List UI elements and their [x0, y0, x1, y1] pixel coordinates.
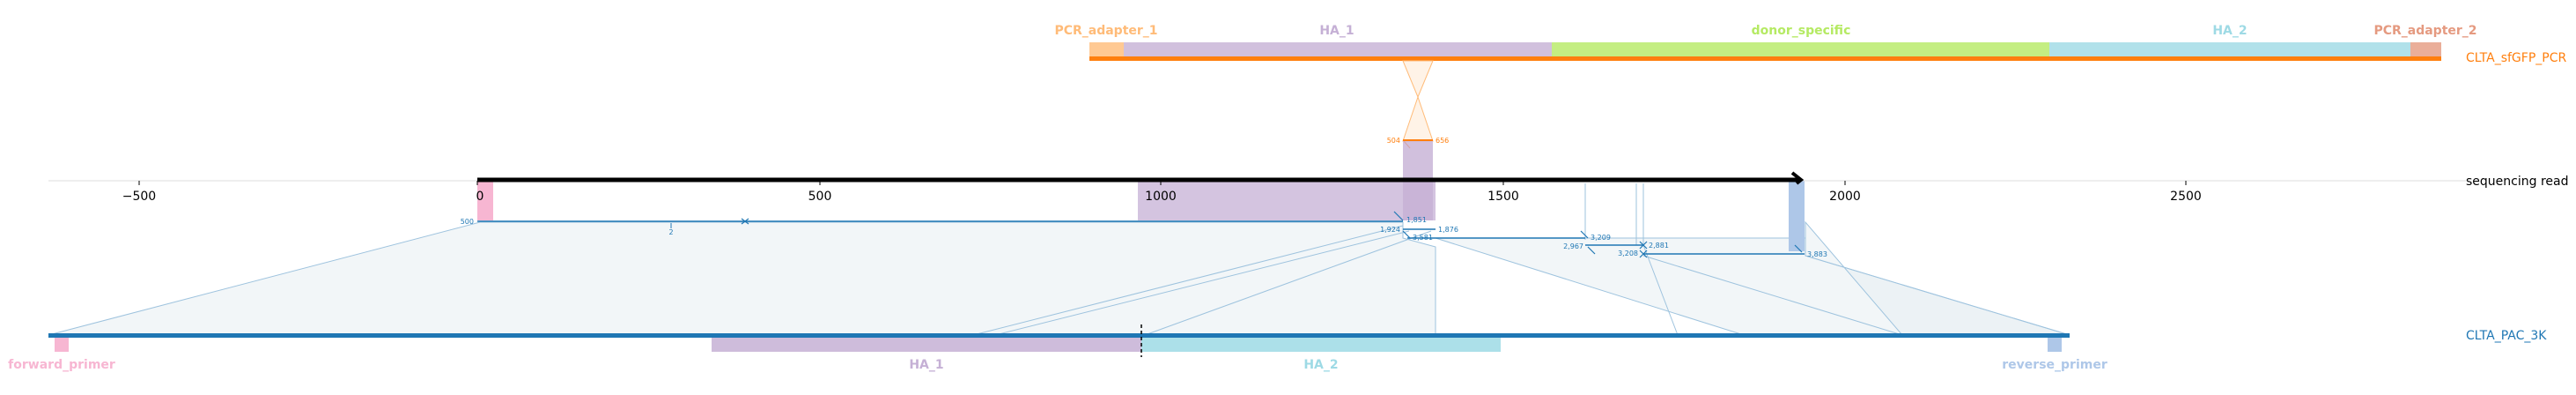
connector-line — [1144, 230, 1432, 336]
reference-feature-label-ha-2: HA_2 — [2212, 24, 2247, 38]
coord-label: 2,881 — [1649, 242, 1669, 250]
alignment-segment-tick — [1402, 230, 1411, 239]
reference-track-name: CLTA_sfGFP_PCR — [2466, 51, 2566, 65]
connector-line — [972, 225, 1404, 336]
read-feature-ha-1 — [1138, 181, 1436, 220]
target-feature-label-ha-2: HA_2 — [1303, 358, 1338, 372]
reference-feature-pcr-adapter-1 — [1089, 42, 1124, 57]
alignment-segment-tick — [1393, 211, 1404, 221]
reference-feature-label-pcr-adapter-1: PCR_adapter_1 — [1054, 24, 1157, 38]
reference-backbone — [1089, 56, 2441, 61]
target-track-name: CLTA_PAC_3K — [2466, 329, 2547, 343]
alignment-segment-tick — [741, 218, 749, 225]
coord-label: 3,581 — [1413, 234, 1433, 242]
read-track: −500 0 500 1000 1500 2000 2500 sequencin… — [48, 141, 2568, 258]
reference-insert-start: 504 — [1387, 137, 1400, 145]
coord-label: 1,876 — [1438, 226, 1458, 234]
axis-tick-label: −500 — [122, 190, 156, 204]
reference-track: PCR_adapter_1 HA_1 donor_specific HA_2 P… — [1054, 24, 2566, 149]
alignment-segment-tick — [1580, 230, 1589, 239]
coord-label: 2 — [668, 228, 673, 236]
alignment-segment-tick — [1794, 244, 1803, 253]
target-track: forward_primer HA_1 HA_2 reverse_primer … — [8, 324, 2547, 372]
target-feature-label-forward-primer: forward_primer — [8, 358, 115, 372]
alignment-segment-tick — [1639, 241, 1648, 250]
read-axis-ticks: −500 0 500 1000 1500 2000 2500 — [122, 181, 2202, 204]
axis-tick-label: 0 — [476, 190, 484, 204]
alignment-segment-tick — [1587, 246, 1596, 255]
reference-insert-bar — [1403, 139, 1433, 141]
coord-label: 3,883 — [1807, 250, 1827, 258]
read-track-name: sequencing read — [2466, 175, 2568, 189]
read-arrow-head — [1790, 171, 1805, 185]
connector-line — [1642, 244, 1679, 336]
reference-feature-label-pcr-adapter-2: PCR_adapter_2 — [2373, 24, 2476, 38]
coord-label: 500 — [461, 218, 474, 226]
alignment-segment-tick — [1639, 250, 1648, 258]
reference-feature-label-donor-specific: donor_specific — [1752, 24, 1851, 38]
coord-label: 3,208 — [1618, 250, 1638, 257]
axis-tick-label: 2500 — [2170, 190, 2202, 204]
coord-label: 2,967 — [1563, 242, 1583, 250]
read-alignment-segments — [477, 211, 1805, 258]
target-feature-label-ha-1: HA_1 — [909, 358, 943, 372]
alignment-region-main — [48, 221, 1436, 336]
reference-insert-connector — [1402, 60, 1434, 142]
alignment-shading — [48, 183, 2070, 336]
read-coordinate-labels: 500 2 1,851 1,876 1,924 3,581 2,967 3,20… — [461, 216, 1827, 258]
axis-tick-label: 1500 — [1487, 190, 1519, 204]
reference-feature-label-ha-1: HA_1 — [1319, 24, 1354, 38]
axis-tick-label: 1000 — [1145, 190, 1177, 204]
connector-line — [1642, 255, 1903, 336]
reference-feature-ha-1 — [1124, 42, 1552, 57]
reference-feature-pcr-adapter-2 — [2410, 42, 2441, 57]
read-feature-forward-primer — [477, 181, 493, 220]
coord-label: 1,924 — [1380, 226, 1400, 234]
target-feature-reverse-primer — [2048, 338, 2062, 352]
axis-tick-label: 2000 — [1829, 190, 1861, 204]
read-feature-reverse-primer — [1789, 181, 1805, 251]
target-feature-ha-1 — [712, 338, 1141, 352]
connector-line — [994, 230, 1410, 336]
reference-feature-donor-specific — [1552, 42, 2049, 57]
target-feature-ha-2 — [1141, 338, 1501, 352]
target-feature-label-reverse-primer: reverse_primer — [2002, 358, 2107, 372]
coord-label: 3,209 — [1591, 234, 1611, 242]
reference-insert-end: 656 — [1436, 137, 1449, 145]
coord-label: 1,851 — [1406, 216, 1427, 224]
target-feature-forward-primer — [55, 338, 69, 352]
reference-feature-ha-2 — [2049, 42, 2410, 57]
target-backbone — [48, 333, 2070, 338]
axis-tick-label: 500 — [808, 190, 832, 204]
